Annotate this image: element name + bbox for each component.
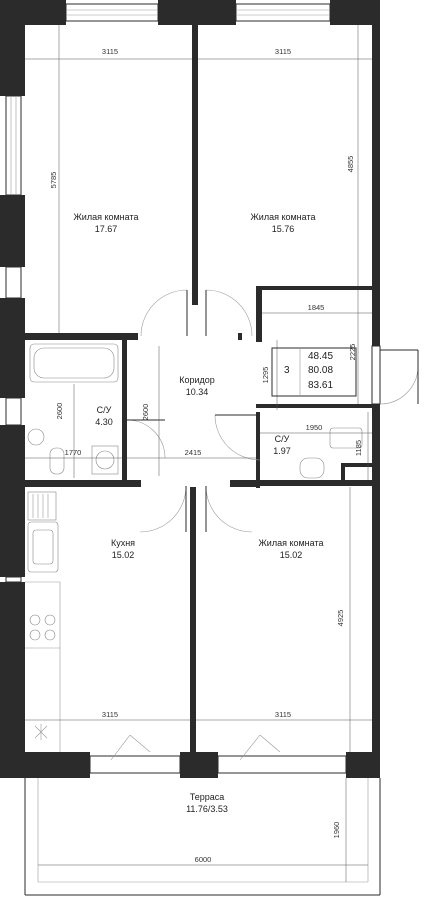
dim-corridor-left-height: 2600 (141, 404, 150, 421)
room-living1-name: Жилая комната (73, 212, 138, 222)
dimension-labels: 3115 3115 5785 4855 1845 2225 1295 2600 … (49, 47, 363, 864)
dim-bath1-width: 1770 (65, 448, 82, 457)
dim-top-left-width: 3115 (102, 47, 118, 56)
windows (5, 3, 381, 774)
summary-living-area: 48.45 (308, 351, 333, 362)
dim-bottom-left-width: 3115 (102, 710, 118, 719)
room-kitchen-name: Кухня (111, 538, 135, 548)
dim-summary-height: 2225 (348, 344, 357, 361)
dim-bath2-width: 1950 (306, 423, 323, 432)
dim-left-room-height: 5785 (49, 172, 58, 189)
dimension-lines (25, 25, 372, 882)
room-living3-name: Жилая комната (258, 538, 323, 548)
room-living3-area: 15.02 (280, 550, 303, 560)
summary-box: 3 48.45 80.08 83.61 (271, 347, 357, 397)
room-living2-name: Жилая комната (250, 212, 315, 222)
dim-terrace-height: 1960 (332, 822, 341, 839)
dim-top-right-width: 3115 (275, 47, 291, 56)
room-bath1-area: 4.30 (95, 417, 113, 427)
summary-total-area: 80.08 (308, 365, 333, 376)
dim-right-room-height: 4855 (346, 156, 355, 173)
dim-bath2-height: 1185 (354, 440, 363, 456)
room-labels: Жилая комната 17.67 Жилая комната 15.76 … (73, 212, 323, 814)
room-corridor-area: 10.34 (186, 387, 209, 397)
room-terrace-name: Терраса (190, 792, 225, 802)
dim-bottom-right-width: 3115 (275, 710, 291, 719)
dim-corridor-height: 1295 (261, 367, 270, 384)
room-terrace-area: 11.76/3.53 (186, 804, 228, 814)
summary-total-with-terrace: 83.61 (308, 380, 333, 391)
summary-rooms-count: 3 (284, 365, 290, 376)
room-living1-area: 17.67 (95, 224, 118, 234)
room-corridor-name: Коридор (179, 375, 215, 385)
fixtures (25, 343, 363, 752)
room-bath2-area: 1.97 (273, 446, 291, 456)
dim-summary-width: 1845 (308, 303, 325, 312)
room-bath2-name: С/У (275, 434, 290, 444)
dim-corridor-width: 2415 (185, 448, 202, 457)
room-living2-area: 15.76 (272, 224, 295, 234)
walls (0, 0, 380, 778)
dim-bath1-height: 2600 (55, 403, 64, 420)
doors (110, 289, 419, 761)
dim-terrace-width: 6000 (195, 855, 212, 864)
dim-bottom-room-height: 4925 (336, 610, 345, 627)
terrace-outline (24, 778, 381, 896)
room-kitchen-area: 15.02 (112, 550, 135, 560)
room-bath1-name: С/У (97, 405, 112, 415)
